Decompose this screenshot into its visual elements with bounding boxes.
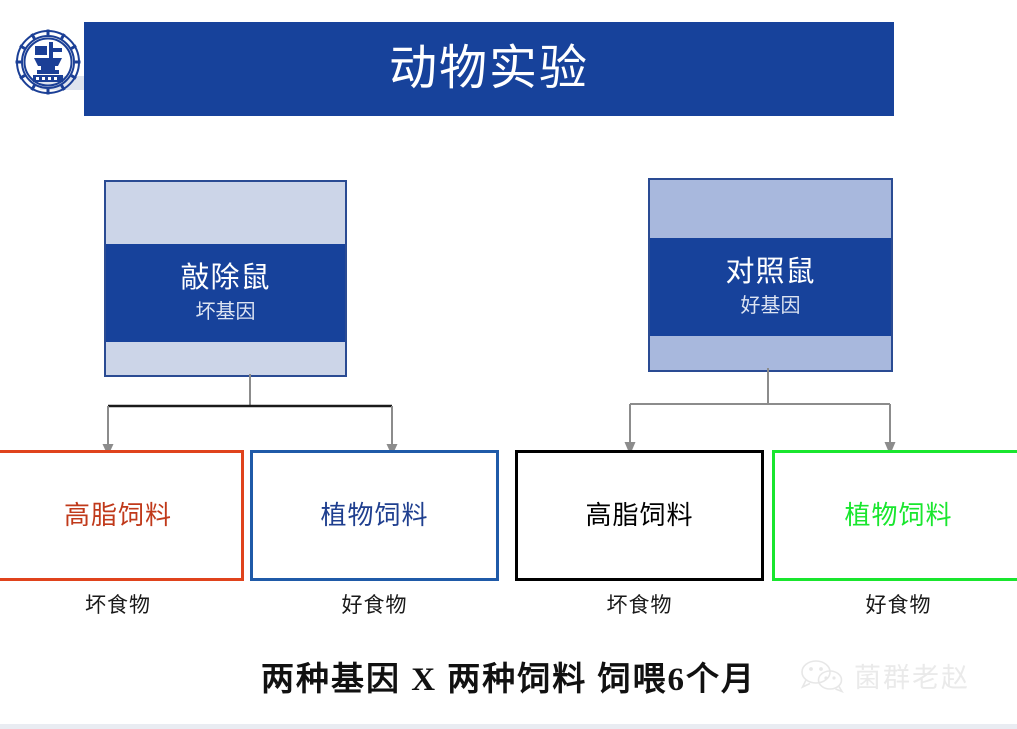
university-seal-icon xyxy=(14,28,82,96)
page-title: 动物实验 xyxy=(388,42,589,95)
knockout-title: 敲除鼠 xyxy=(180,261,271,294)
control-title: 对照鼠 xyxy=(725,255,816,288)
control-subtitle: 好基因 xyxy=(740,295,801,318)
knockout-subtitle: 坏基因 xyxy=(195,301,256,324)
diet-caption-ko-plant: 好食物 xyxy=(341,593,408,617)
diet-label-ctrl-high-fat: 高脂饲料 xyxy=(585,500,694,530)
diet-caption-ko-high-fat: 坏食物 xyxy=(85,593,151,617)
diet-box-ctrl-plant: 植物饲料 xyxy=(772,450,1017,581)
diet-caption-ctrl-high-fat: 坏食物 xyxy=(606,593,673,617)
diet-label-ko-high-fat: 高脂饲料 xyxy=(63,500,172,530)
watermark: 菌群老赵 xyxy=(800,652,1010,704)
wechat-icon xyxy=(800,659,844,698)
diet-box-ko-high-fat: 高脂饲料 xyxy=(0,450,244,581)
control-band: 对照鼠 好基因 xyxy=(650,238,891,336)
parent-node-control: 对照鼠 好基因 xyxy=(648,178,893,372)
diet-box-ko-plant: 植物饲料 xyxy=(250,450,499,581)
bottom-strip xyxy=(0,724,1017,729)
diet-box-ctrl-high-fat: 高脂饲料 xyxy=(515,450,764,581)
knockout-band: 敲除鼠 坏基因 xyxy=(106,244,345,342)
watermark-text: 菌群老赵 xyxy=(854,662,970,693)
diet-caption-ctrl-plant: 好食物 xyxy=(865,593,932,617)
slide-title-bar: 动物实验 xyxy=(84,22,894,116)
diet-label-ctrl-plant: 植物饲料 xyxy=(844,500,953,530)
diet-label-ko-plant: 植物饲料 xyxy=(320,500,429,530)
parent-node-knockout: 敲除鼠 坏基因 xyxy=(104,180,347,377)
slide-bottom-caption: 两种基因 X 两种饲料 饲喂6个月 xyxy=(260,662,757,698)
